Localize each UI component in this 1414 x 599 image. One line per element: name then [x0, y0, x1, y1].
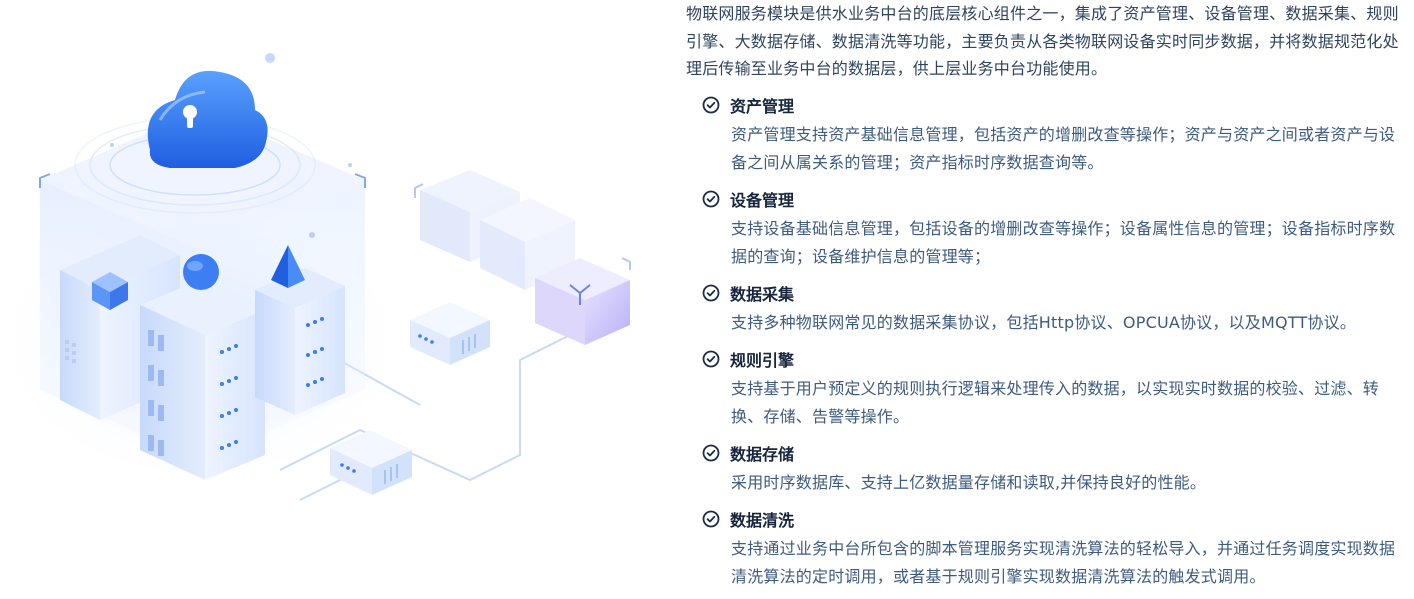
feature-description: 资产管理支持资产基础信息管理，包括资产的增删改查等操作；资产与资产之间或者资产与… [731, 124, 1396, 172]
check-circle-icon [702, 444, 720, 461]
feature-data-storage: 数据存储 采用时序数据库、支持上亿数据量存储和读取,并保持良好的性能。 [702, 439, 1410, 497]
iot-service-description: 物联网服务模块是供水业务中台的底层核心组件之一，集成了资产管理、设备管理、数据采… [686, 0, 1410, 591]
feature-title: 数据存储 [730, 444, 795, 464]
feature-list: 资产管理 资产管理支持资产基础信息管理，包括资产的增删改查等操作；资产与资产之间… [686, 91, 1410, 591]
feature-asset-management: 资产管理 资产管理支持资产基础信息管理，包括资产的增删改查等操作；资产与资产之间… [702, 91, 1410, 177]
cloud-lock-icon [147, 70, 268, 168]
iot-device-lower [330, 430, 412, 495]
iot-device-upper [410, 302, 490, 365]
feature-data-cleaning: 数据清洗 支持通过业务中台所包含的脚本管理服务实现清洗算法的轻松导入，并通过任务… [702, 505, 1410, 591]
sphere-icon [183, 254, 219, 290]
storage-boxes [414, 170, 631, 345]
check-circle-icon [702, 96, 720, 113]
feature-description: 采用时序数据库、支持上亿数据量存储和读取,并保持良好的性能。 [731, 472, 1207, 492]
feature-header: 规则引擎 [702, 345, 1410, 373]
feature-title: 数据清洗 [730, 510, 795, 530]
feature-description: 支持设备基础信息管理，包括设备的增删改查等操作；设备属性信息的管理；设备指标时序… [731, 218, 1396, 266]
feature-rule-engine: 规则引擎 支持基于用户预定义的规则执行逻辑来处理传入的数据，以实现实时数据的校验… [702, 345, 1410, 431]
feature-description: 支持通过业务中台所包含的脚本管理服务实现清洗算法的轻松导入，并通过任务调度实现数… [731, 538, 1396, 586]
feature-description: 支持多种物联网常见的数据采集协议，包括Http协议、OPCUA协议，以及MQTT… [731, 312, 1357, 332]
feature-title: 数据采集 [730, 284, 795, 304]
feature-header: 资产管理 [702, 91, 1410, 119]
pyramid-icon [271, 245, 305, 288]
feature-title: 资产管理 [730, 96, 795, 116]
small-cube-icon [92, 272, 128, 310]
feature-device-management: 设备管理 支持设备基础信息管理，包括设备的增删改查等操作；设备属性信息的管理；设… [702, 185, 1410, 271]
feature-title: 规则引擎 [730, 350, 795, 370]
feature-header: 设备管理 [702, 185, 1410, 213]
iot-illustration [0, 0, 660, 595]
check-circle-icon [702, 350, 720, 367]
check-circle-icon [702, 190, 720, 207]
server-stack-right [255, 268, 345, 415]
feature-title: 设备管理 [730, 190, 795, 210]
check-circle-icon [702, 510, 720, 527]
intro-paragraph: 物联网服务模块是供水业务中台的底层核心组件之一，集成了资产管理、设备管理、数据采… [686, 4, 1399, 78]
feature-header: 数据清洗 [702, 505, 1410, 533]
feature-header: 数据存储 [702, 439, 1410, 467]
feature-data-collection: 数据采集 支持多种物联网常见的数据采集协议，包括Http协议、OPCUA协议，以… [702, 279, 1410, 337]
feature-description: 支持基于用户预定义的规则执行逻辑来处理传入的数据，以实现实时数据的校验、过滤、转… [731, 378, 1380, 426]
feature-header: 数据采集 [702, 279, 1410, 307]
check-circle-icon [702, 284, 720, 301]
server-stack-center [140, 280, 265, 480]
